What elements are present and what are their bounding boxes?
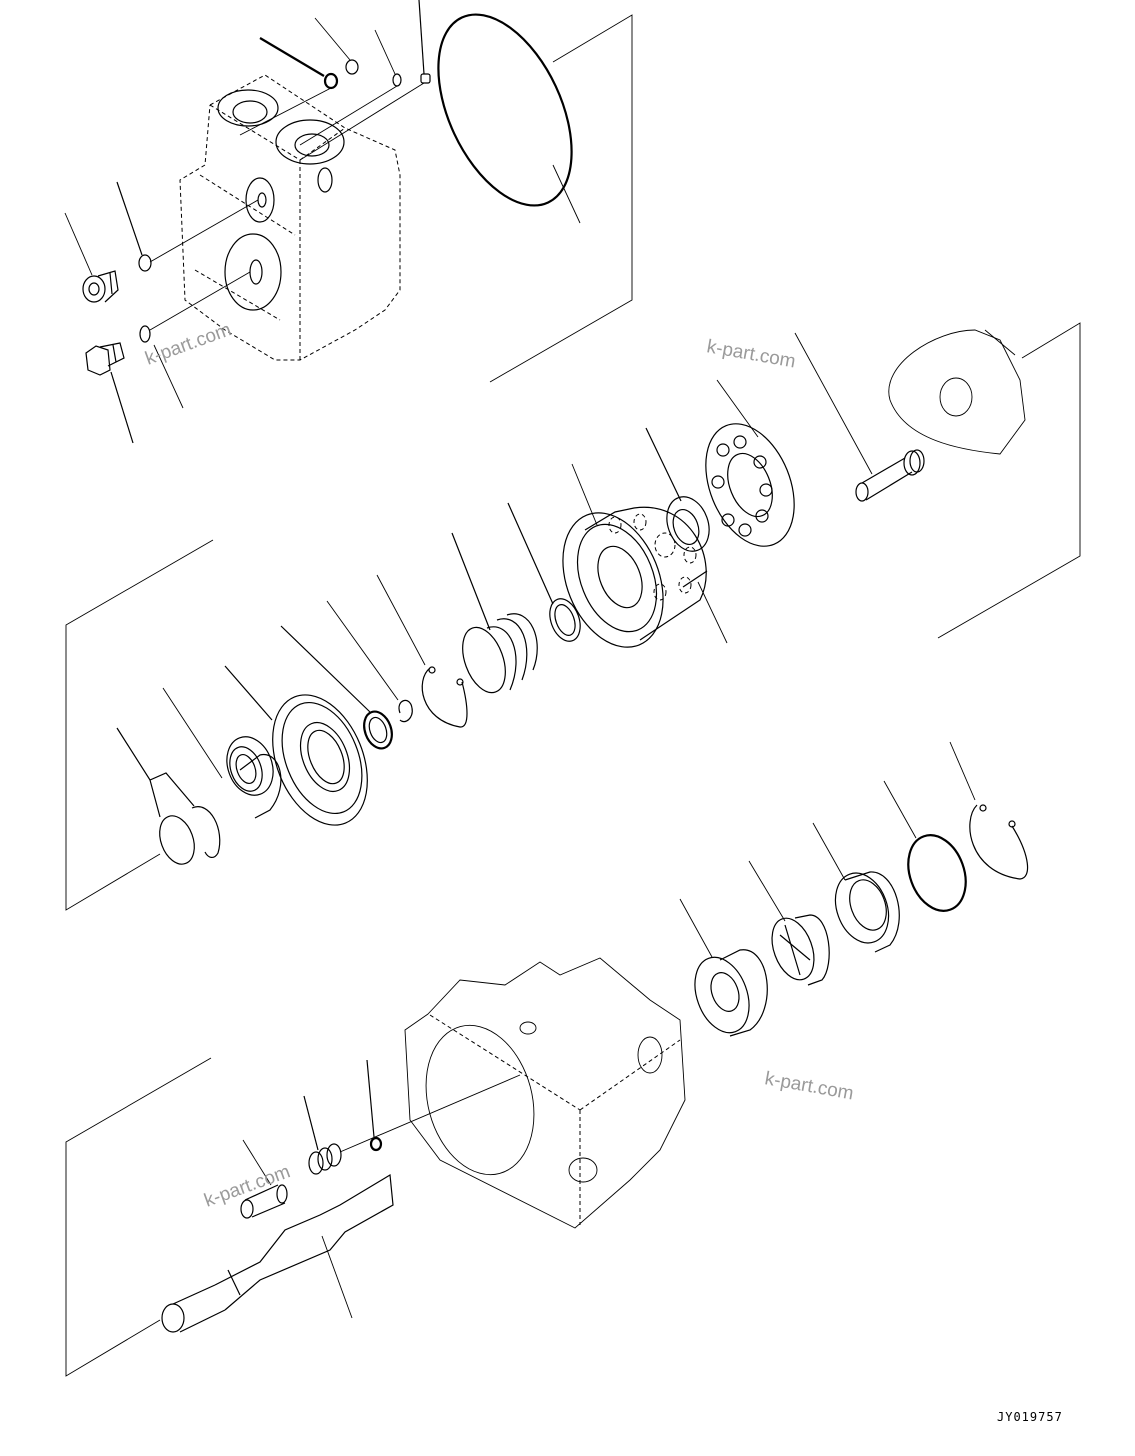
large-o-ring-gasket bbox=[437, 13, 573, 207]
leader-line bbox=[645, 427, 682, 502]
group-frame-middle bbox=[65, 539, 214, 911]
leader-line bbox=[280, 625, 371, 713]
roller-bearing bbox=[694, 949, 768, 1037]
o-ring-small bbox=[139, 325, 151, 343]
valve-block-housing bbox=[179, 74, 401, 361]
cylinder-block bbox=[562, 506, 707, 648]
leader-line bbox=[748, 860, 786, 922]
plug-small bbox=[369, 1136, 383, 1152]
leader-line bbox=[116, 181, 143, 256]
seal-ring bbox=[363, 710, 393, 750]
o-ring-large bbox=[907, 834, 967, 912]
leader-line bbox=[794, 332, 873, 475]
seal bbox=[323, 72, 339, 90]
top-valve-block-group bbox=[64, 0, 633, 444]
leader-line bbox=[326, 600, 399, 701]
snap-ring-open bbox=[191, 806, 221, 858]
leader-line bbox=[376, 574, 426, 666]
leader-line bbox=[679, 898, 713, 958]
leader-line bbox=[552, 164, 581, 224]
leader-line bbox=[110, 371, 134, 444]
leader-line bbox=[259, 37, 325, 77]
leader-line bbox=[451, 532, 491, 631]
leader-line bbox=[697, 581, 728, 644]
snap-ring bbox=[159, 815, 195, 865]
leader-line bbox=[949, 741, 976, 801]
shaft bbox=[161, 1173, 394, 1333]
end-cover bbox=[888, 329, 1026, 455]
pump-case bbox=[404, 957, 686, 1229]
bearing bbox=[226, 736, 282, 819]
spherical-bushing bbox=[666, 496, 710, 552]
middle-rotating-group bbox=[65, 322, 1081, 911]
leader-line bbox=[64, 212, 93, 276]
leader-line bbox=[507, 502, 554, 605]
washer bbox=[549, 598, 581, 642]
group-frame-top bbox=[489, 14, 633, 383]
leader-line bbox=[303, 1095, 319, 1151]
leader-line bbox=[374, 29, 396, 75]
drawing-id-label: JY019757 bbox=[997, 1410, 1063, 1424]
leader-line bbox=[242, 1139, 272, 1186]
o-ring bbox=[138, 254, 152, 272]
leader-line bbox=[716, 379, 759, 438]
leader-line bbox=[418, 0, 425, 75]
pin-small bbox=[682, 570, 708, 588]
cage bbox=[771, 914, 830, 986]
leader-line bbox=[812, 822, 846, 881]
group-frame-right bbox=[937, 322, 1081, 639]
o-ring-upper bbox=[345, 59, 359, 75]
piston bbox=[240, 1184, 288, 1219]
group-frame-bottom bbox=[65, 1057, 212, 1377]
leader-line bbox=[314, 17, 351, 61]
leader-line bbox=[571, 463, 598, 526]
plug bbox=[82, 270, 119, 303]
leader-line bbox=[162, 687, 223, 779]
leader-line bbox=[366, 1059, 375, 1138]
retainer-plate bbox=[705, 423, 795, 547]
valve-plate bbox=[272, 694, 368, 826]
leader-line bbox=[321, 1235, 353, 1319]
spring bbox=[308, 1143, 342, 1175]
plug-hex bbox=[85, 342, 125, 376]
bottom-case-group bbox=[65, 741, 1029, 1377]
oil-seal bbox=[834, 871, 900, 953]
leader-bracket bbox=[116, 727, 195, 807]
leader-line bbox=[224, 665, 273, 721]
snap-ring-internal bbox=[421, 667, 468, 728]
leader-line bbox=[883, 780, 917, 839]
watermark: k-part.com bbox=[763, 1068, 855, 1104]
center-shaft bbox=[855, 449, 925, 502]
pin bbox=[420, 73, 431, 84]
spring-set bbox=[462, 613, 538, 694]
watermark: k-part.com bbox=[705, 336, 797, 372]
o-ring-tiny bbox=[392, 73, 402, 87]
o-ring-split bbox=[398, 699, 413, 723]
snap-ring-bottom bbox=[969, 804, 1029, 880]
leader-line bbox=[153, 344, 184, 409]
